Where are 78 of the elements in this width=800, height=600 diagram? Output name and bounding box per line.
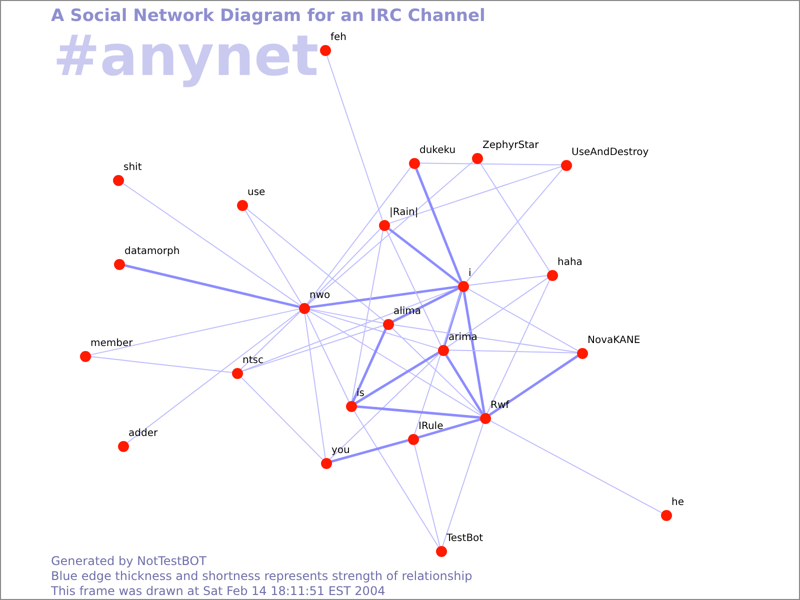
nickname-label: dukeku [420,146,456,156]
connection-line [122,182,300,306]
connection-line [308,310,482,416]
connection-line [414,290,462,435]
connection-line [306,312,350,402]
nickname-label: nwo [310,290,330,300]
connection-line [306,166,412,305]
connection-line [304,312,326,459]
connection-line [444,354,484,414]
connection-line [240,376,323,460]
connection-line [306,228,382,305]
connection-line [388,166,562,224]
nickname-label: ZephyrStar [482,140,539,150]
connection-line [387,227,460,284]
connection-line [245,208,385,322]
connection-line [414,443,440,547]
connection-line [442,422,484,547]
connection-line [308,285,458,309]
connection-line [414,167,462,282]
connection-line [386,229,442,346]
connection-line [446,277,548,348]
connection-line [326,54,383,221]
connection-line [486,279,550,414]
nickname-label: UseAndDestroy [572,148,649,158]
connection-line [124,264,300,308]
connection-line [241,325,384,372]
connection-line [479,162,550,272]
nickname-label: IRule [418,422,444,432]
nickname-label: |Rain| [390,208,418,218]
nickname-label: alima [394,306,422,316]
connection-line [392,324,578,353]
nickname-label: arima [448,332,478,342]
connection-line [354,352,440,404]
title: A Social Network Diagram for an IRC Channel [51,5,486,28]
nickname-label: feh [330,32,347,42]
connection-line [466,168,564,283]
connection-line [488,354,579,416]
connection-line [466,288,578,352]
nickname-label: adder [128,428,158,438]
connection-line [244,208,302,304]
connection-line [126,310,301,444]
connection-line [443,290,463,346]
nickname-label: i [468,268,472,278]
connection-line [89,356,233,373]
connection-line [330,439,409,463]
footer-note: Blue edge thickness and shortness represents strength of relationship [51,569,472,584]
connection-line [417,418,481,439]
connection-line [352,328,388,402]
nickname-label: member [90,338,133,348]
connection-line [351,229,384,402]
nickname-label: shit [124,162,142,172]
nickname-label: he [672,498,684,508]
connection-line [448,350,578,354]
connection-line [391,326,482,416]
connection-line [353,410,439,548]
connection-line [418,162,562,166]
connection-line [329,352,440,460]
nickname-label: ntsc [242,356,264,366]
nickname-label: you [332,446,350,456]
footer-note: This frame was drawn at Sat Feb 14 18:11:51 EST 2004 [51,584,386,599]
nickname-label: NovaKANE [588,336,640,346]
connection-line [308,308,384,324]
nickname-label: datamorph [124,246,180,256]
connection-line [356,405,480,419]
connection-line [488,420,662,514]
connection-line [467,275,548,286]
nickname-label: is [356,388,364,398]
connection-line [308,308,439,350]
nickname-label: Rwf [490,400,510,410]
nickname-label: use [248,188,266,198]
connection-line [392,287,460,323]
connection-line [89,308,300,356]
footer-note: Generated by NotTestBOT [51,554,208,569]
nickname-label: TestBot [446,534,484,544]
connection-line [307,160,474,306]
nickname-label: haha [558,258,582,268]
connection-line [462,290,486,414]
connection-line [240,310,301,370]
